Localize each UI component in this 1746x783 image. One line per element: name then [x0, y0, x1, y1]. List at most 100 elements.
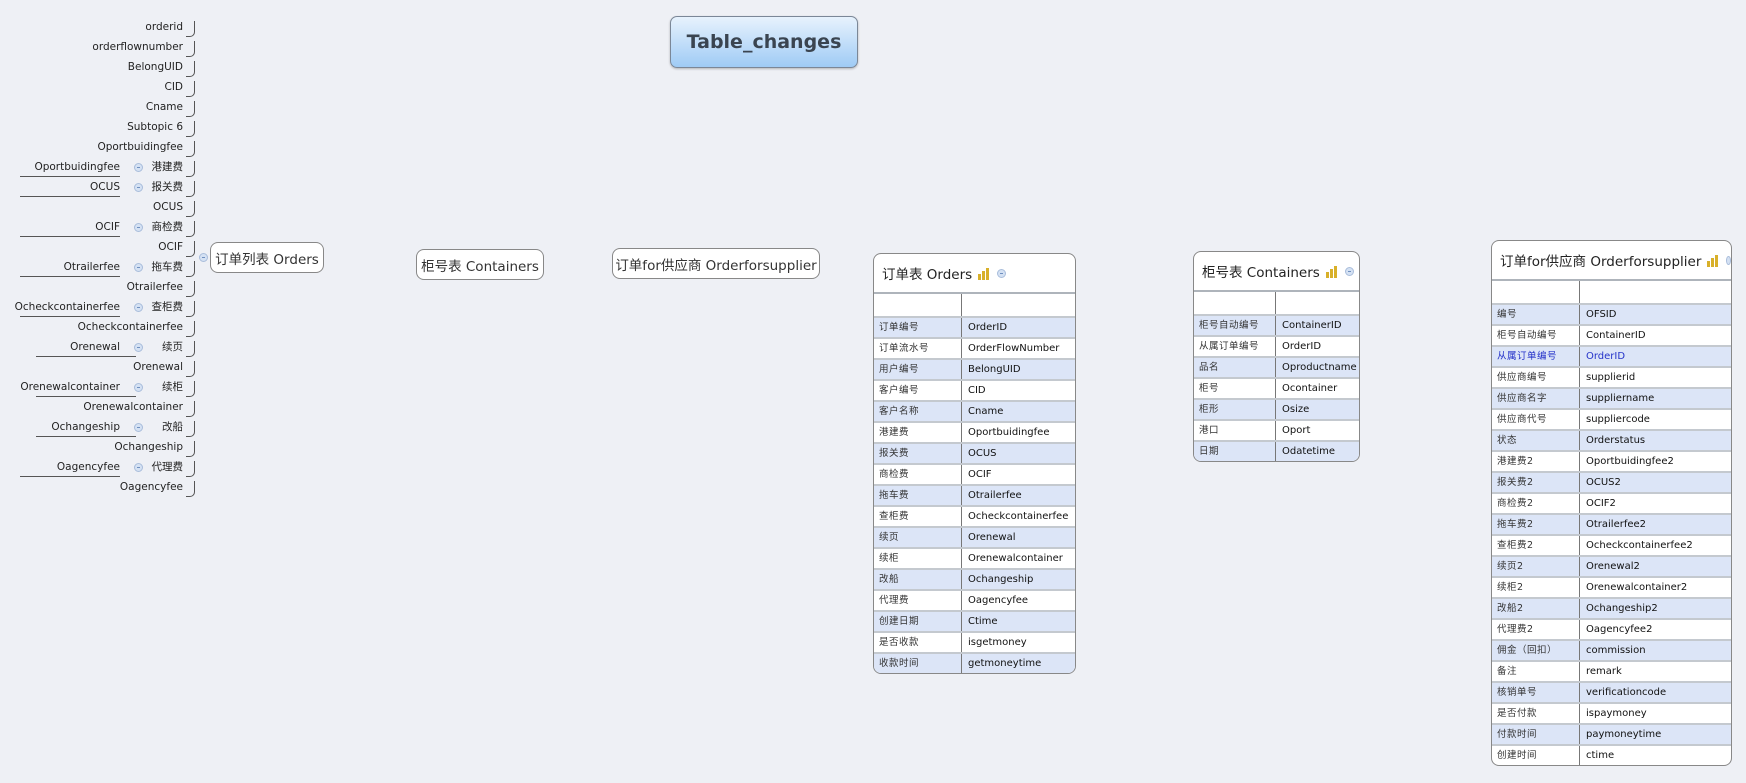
topic-containers[interactable]: 柜号表 Containers	[416, 249, 544, 280]
subtopic-node[interactable]: Ocheckcontainerfee	[77, 321, 183, 333]
collapse-icon[interactable]	[1726, 255, 1731, 265]
collapse-icon[interactable]	[997, 268, 1007, 278]
subtopic-node[interactable]: OCIF	[158, 241, 183, 253]
chart-icon[interactable]	[1707, 254, 1719, 267]
collapse-icon[interactable]	[134, 163, 143, 172]
subtopic-node[interactable]: BelongUID	[127, 61, 183, 73]
subtopic-child-node[interactable]: Ochangeship	[51, 421, 120, 433]
subtopic-child-node[interactable]: Otrailerfee	[63, 261, 120, 273]
collapse-icon[interactable]	[134, 263, 143, 272]
collapse-icon[interactable]	[134, 423, 143, 432]
subtopic-node[interactable]: 报关费	[151, 181, 184, 193]
collapse-icon[interactable]	[134, 383, 143, 392]
subtopic-node[interactable]: 查柜费	[151, 301, 184, 313]
subtopic-child-node[interactable]: Orenewal	[70, 341, 120, 353]
subtopic-node[interactable]: Orenewalcontainer	[83, 401, 183, 413]
subtopic-node[interactable]: Oportbuidingfee	[97, 141, 183, 153]
subtopic-node[interactable]: 商检费	[151, 221, 184, 233]
subtopic-node[interactable]: 港建费	[151, 161, 184, 173]
subtopic-node[interactable]: Otrailerfee	[126, 281, 183, 293]
subtopic-node[interactable]: Ochangeship	[114, 441, 183, 453]
subtopic-node[interactable]: Orenewal	[133, 361, 183, 373]
collapse-icon[interactable]	[1344, 266, 1354, 276]
chart-icon[interactable]	[1325, 265, 1337, 278]
subtopic-node[interactable]: orderflownumber	[92, 41, 183, 53]
subtopic-node[interactable]: 续页	[162, 341, 183, 353]
subtopic-node[interactable]: CID	[164, 81, 183, 93]
subtopic-node[interactable]: 续柜	[162, 381, 183, 393]
subtopic-node[interactable]: 拖车费	[151, 261, 184, 273]
topic-orders-list[interactable]: 订单列表 Orders	[210, 242, 324, 273]
topic-orderforsupplier[interactable]: 订单for供应商 Orderforsupplier	[612, 248, 820, 279]
collapse-icon[interactable]	[134, 303, 143, 312]
subtopic-child-node[interactable]: OCIF	[95, 221, 120, 233]
table-row[interactable]: 佣金（回扣）commission	[1492, 641, 1731, 662]
central-topic[interactable]: Table_changes	[670, 16, 858, 68]
subtopic-node[interactable]: 代理费	[151, 461, 184, 473]
subtopic-node[interactable]: Oagencyfee	[119, 481, 183, 493]
subtopic-node[interactable]: 改船	[162, 421, 183, 433]
subtopic-child-node[interactable]: Oagencyfee	[56, 461, 120, 473]
collapse-icon[interactable]	[134, 343, 143, 352]
subtopic-child-node[interactable]: Ocheckcontainerfee	[14, 301, 120, 313]
subtopic-child-node[interactable]: Orenewalcontainer	[20, 381, 120, 393]
subtopic-node[interactable]: orderid	[145, 21, 183, 33]
collapse-icon[interactable]	[134, 223, 143, 232]
subtopic-node[interactable]: Cname	[145, 101, 183, 113]
subtopic-child-node[interactable]: Oportbuidingfee	[34, 161, 120, 173]
chart-icon[interactable]	[978, 267, 990, 280]
subtopic-child-node[interactable]: OCUS	[90, 181, 120, 193]
subtopic-node[interactable]: Subtopic 6	[127, 121, 183, 133]
subtopic-node[interactable]: OCUS	[153, 201, 183, 213]
collapse-icon[interactable]	[134, 463, 143, 472]
collapse-icon[interactable]	[134, 183, 143, 192]
